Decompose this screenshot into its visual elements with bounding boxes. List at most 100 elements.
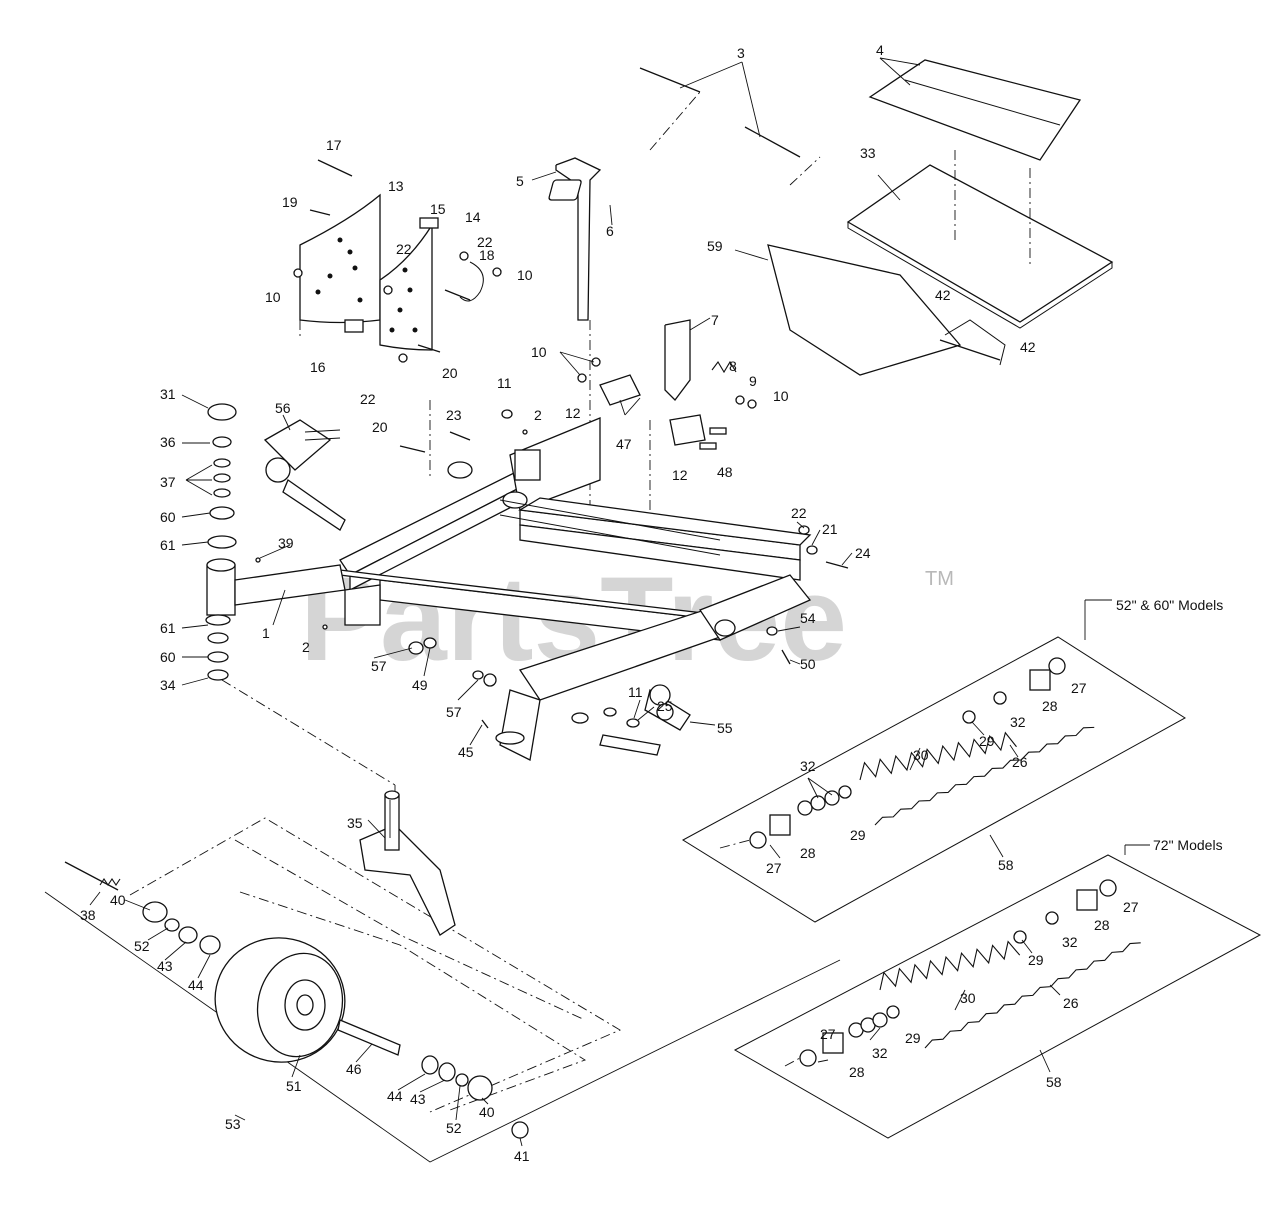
- part-label: 1: [262, 625, 270, 641]
- part-label: 24: [855, 545, 871, 561]
- part-label: 4: [876, 42, 884, 58]
- part-label: 40: [110, 892, 126, 908]
- caster-wheel-assembly: [44, 679, 841, 1163]
- seat-bracket-plates: [293, 159, 502, 480]
- part-label: 8: [729, 358, 737, 374]
- part-label: 27: [1071, 680, 1087, 696]
- part-label: 49: [412, 677, 428, 693]
- part-label: 27: [820, 1026, 836, 1042]
- part-label: 21: [822, 521, 838, 537]
- part-label: 27: [766, 860, 782, 876]
- part-label: 33: [860, 145, 876, 161]
- part-label: 20: [442, 365, 458, 381]
- group-label-72: 72" Models: [1153, 837, 1223, 853]
- part-label: 42: [935, 287, 951, 303]
- part-label: 60: [160, 509, 176, 525]
- part-label: 7: [711, 312, 719, 328]
- part-label: 57: [371, 658, 387, 674]
- part-label: 10: [531, 344, 547, 360]
- watermark-tm: TM: [925, 568, 954, 590]
- part-label: 20: [372, 419, 388, 435]
- part-label: 55: [717, 720, 733, 736]
- part-label: 10: [265, 289, 281, 305]
- part-label: 58: [1046, 1074, 1062, 1090]
- part-label: 10: [517, 267, 533, 283]
- part-label: 52: [134, 938, 150, 954]
- part-label: 48: [717, 464, 733, 480]
- floor-mat: [868, 57, 1082, 161]
- part-label: 22: [396, 241, 412, 257]
- floor-pan: [846, 150, 1114, 329]
- group-label-52-60: 52" & 60" Models: [1116, 597, 1223, 613]
- part-label: 29: [1028, 952, 1044, 968]
- part-label: 3: [737, 45, 745, 61]
- part-label: 5: [516, 173, 524, 189]
- part-label: 59: [707, 238, 723, 254]
- part-label: 13: [388, 178, 404, 194]
- part-label: 36: [160, 434, 176, 450]
- part-label: 19: [282, 194, 298, 210]
- part-label: 9: [749, 373, 757, 389]
- caster-hardware: [185, 403, 237, 549]
- part-label: 12: [565, 405, 581, 421]
- part-label: 43: [410, 1091, 426, 1107]
- part-label: 17: [326, 137, 342, 153]
- part-label: 34: [160, 677, 176, 693]
- part-label: 60: [160, 649, 176, 665]
- part-label: 28: [1094, 917, 1110, 933]
- part-label: 23: [446, 407, 462, 423]
- part-label: 51: [286, 1078, 302, 1094]
- brake-arm-left: [263, 419, 346, 531]
- part-label: 50: [800, 656, 816, 672]
- part-label: 32: [872, 1045, 888, 1061]
- part-label: 29: [979, 733, 995, 749]
- part-label: 30: [913, 747, 929, 763]
- part-label: 11: [497, 375, 512, 391]
- part-label: 37: [160, 474, 176, 490]
- part-label: 22: [477, 234, 493, 250]
- part-label: 45: [458, 744, 474, 760]
- part-label: 31: [160, 386, 176, 402]
- kit-box-72: 72" Models: [733, 837, 1262, 1139]
- part-label: 56: [275, 400, 291, 416]
- part-label: 28: [1042, 698, 1058, 714]
- decal-strips: [639, 61, 821, 186]
- pedal-arm: [531, 157, 757, 560]
- part-label: 40: [479, 1104, 495, 1120]
- part-label: 22: [791, 505, 807, 521]
- part-label: 14: [465, 209, 481, 225]
- part-label: 29: [850, 827, 866, 843]
- part-label: 15: [430, 201, 446, 217]
- caster-arm: [205, 558, 346, 681]
- leader-lines: [89, 394, 1061, 1147]
- part-label: 6: [606, 223, 614, 239]
- part-label: 26: [1012, 754, 1028, 770]
- part-label: 57: [446, 704, 462, 720]
- kit-box-52-60: 52" & 60" Models: [682, 597, 1223, 923]
- part-label: 58: [998, 857, 1014, 873]
- part-label: 53: [225, 1116, 241, 1132]
- part-label: 54: [800, 610, 816, 626]
- part-label: 46: [346, 1061, 362, 1077]
- part-label: 25: [657, 698, 673, 714]
- part-label: 10: [773, 388, 789, 404]
- part-label: 41: [514, 1148, 530, 1164]
- part-label: 42: [1020, 339, 1036, 355]
- part-label: 61: [160, 537, 176, 553]
- main-frame: [339, 417, 812, 761]
- part-label: 43: [157, 958, 173, 974]
- part-label: 52: [446, 1120, 462, 1136]
- part-label: 39: [278, 535, 294, 551]
- heel-plate: [734, 244, 1006, 376]
- part-label: 32: [1062, 934, 1078, 950]
- part-label: 61: [160, 620, 176, 636]
- part-label: 18: [479, 247, 495, 263]
- part-label: 2: [534, 407, 542, 423]
- part-label: 12: [672, 467, 688, 483]
- part-label: 26: [1063, 995, 1079, 1011]
- part-label: 30: [960, 990, 976, 1006]
- part-label: 22: [360, 391, 376, 407]
- part-label: 11: [628, 684, 643, 700]
- brake-arm-right: [599, 684, 691, 756]
